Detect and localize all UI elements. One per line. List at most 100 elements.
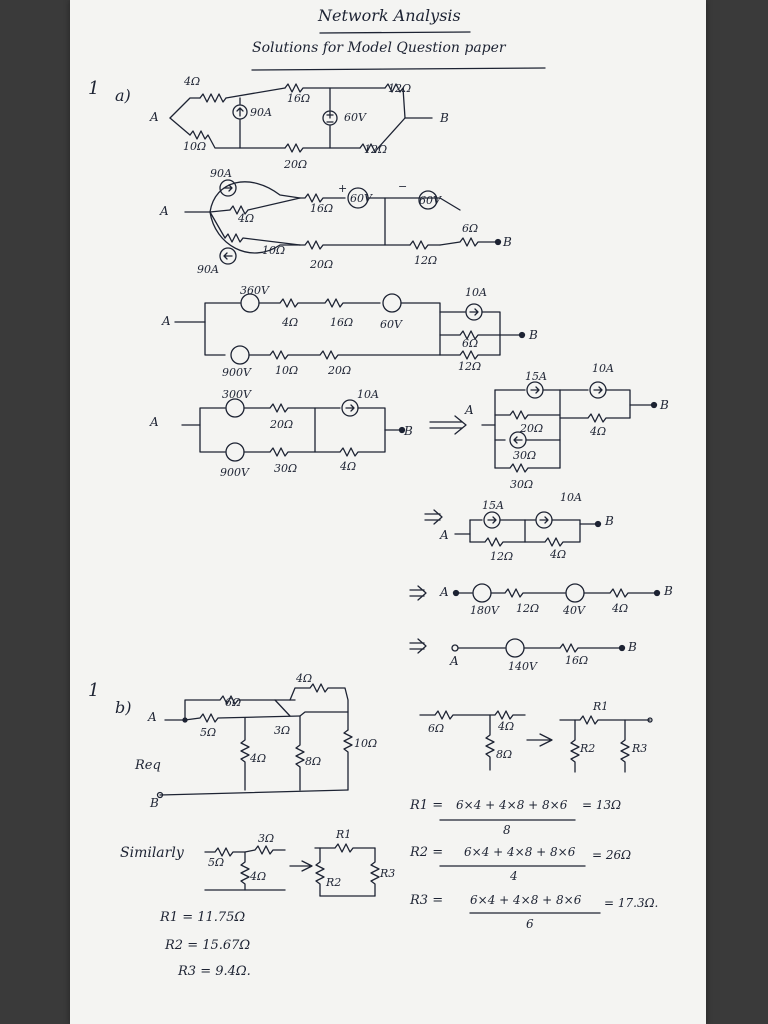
c5-cs-2: 10A <box>592 362 614 375</box>
c1-r-10: 10Ω <box>183 140 207 153</box>
b1-node-b: B <box>150 796 159 810</box>
eq1-denominator: 8 <box>503 823 511 837</box>
c3-current-source: 10A <box>465 286 487 299</box>
circuit-1b-bridge <box>156 683 353 799</box>
b1-r-4-vertical: 4Ω <box>250 752 267 765</box>
c5-cs-1: 15A <box>525 370 547 383</box>
c6-r-4: 4Ω <box>550 548 567 561</box>
circuit-1b-similarly-star <box>204 845 313 891</box>
c8-node-a: A <box>450 654 459 668</box>
eq1-numerator: 6×4 + 4×8 + 8×6 <box>456 798 568 812</box>
b1-r-5: 5Ω <box>200 726 217 739</box>
c3-r-16: 16Ω <box>330 316 354 329</box>
c3-r-4: 4Ω <box>282 316 299 329</box>
c3-v-mid: 60V <box>380 318 402 331</box>
c4-node-a: A <box>150 415 159 429</box>
c8-voltage-source: 140V <box>508 660 537 673</box>
b1-r-10: 10Ω <box>354 737 378 750</box>
b1-r-6: 6Ω <box>225 696 242 709</box>
c4-r-30: 30Ω <box>274 462 298 475</box>
eq3-numerator: 6×4 + 4×8 + 8×6 <box>470 893 582 907</box>
c5-r-30-b: 30Ω <box>510 478 534 491</box>
c2-r-10: 10Ω <box>262 244 286 257</box>
subtitle-underline <box>251 67 546 71</box>
c7-v-1: 180V <box>470 604 499 617</box>
circuit-1a-original <box>169 83 433 153</box>
eq1-lhs: R1 = <box>410 798 444 813</box>
c1-r-4: 4Ω <box>184 75 201 88</box>
c3-v-top: 360V <box>240 284 269 297</box>
c4-r-20: 20Ω <box>270 418 294 431</box>
b1-r-3: 3Ω <box>274 724 291 737</box>
c2-node-b: B <box>503 235 512 249</box>
c4-node-b: B <box>404 424 413 438</box>
c7-node-a: A <box>440 585 449 599</box>
b1-req: Req <box>135 758 161 773</box>
c6-r-12: 12Ω <box>490 550 514 563</box>
c2-plus: + <box>338 182 348 195</box>
c3-node-a: A <box>162 314 171 328</box>
c2-minus: − <box>398 180 408 193</box>
title-underline <box>319 31 471 34</box>
eq1-result: = 13Ω <box>582 798 622 812</box>
c2-voltage-source: 60V <box>350 192 372 205</box>
c1-r-20: 20Ω <box>284 158 308 171</box>
eq2-denominator: 4 <box>510 869 518 883</box>
c6-cs-2: 10A <box>560 491 582 504</box>
circuit-1a-step-5 <box>481 381 658 473</box>
b1-r-4: 4Ω <box>296 672 313 685</box>
page-subtitle: Solutions for Model Question paper <box>252 40 506 56</box>
c2-r-6: 6Ω <box>462 222 479 235</box>
b2-r1: R1 <box>593 700 609 713</box>
b3-r-4: 4Ω <box>250 870 267 883</box>
c4-current-source: 10A <box>357 388 379 401</box>
c3-r-6: 6Ω <box>462 337 479 350</box>
eq3-result: = 17.3Ω. <box>604 896 659 910</box>
b3-r1: R1 <box>336 828 352 841</box>
c2-r-12: 12Ω <box>414 254 438 267</box>
c3-r-12: 12Ω <box>458 360 482 373</box>
c1-voltage-source: 60V <box>344 111 366 124</box>
b2-r2: R2 <box>580 742 596 755</box>
c3-r-20: 20Ω <box>328 364 352 377</box>
c1-r-16: 16Ω <box>287 92 311 105</box>
c5-r-30-a: 30Ω <box>513 449 537 462</box>
c4-r-4: 4Ω <box>340 460 357 473</box>
result-r1: R1 = 11.75Ω <box>160 910 246 925</box>
result-r2: R2 = 15.67Ω <box>165 938 251 953</box>
c1-r-12-bottom: 12Ω <box>364 143 388 156</box>
c6-node-b: B <box>605 514 614 528</box>
eq2-result: = 26Ω <box>592 848 632 862</box>
c4-v-top: 300V <box>222 388 251 401</box>
question-number: 1 <box>88 78 100 99</box>
c6-node-a: A <box>440 528 449 542</box>
circuit-1b-delta <box>559 715 653 773</box>
c3-r-10: 10Ω <box>275 364 299 377</box>
b2-r-6: 6Ω <box>428 722 445 735</box>
c1-node-b: B <box>440 111 449 125</box>
c2-cs-bottom: 90A <box>197 263 219 276</box>
b2-r3: R3 <box>632 742 648 755</box>
circuit-1a-step-3 <box>174 293 526 365</box>
c4-v-bottom: 900V <box>220 466 249 479</box>
b3-r-5: 5Ω <box>208 856 225 869</box>
part-label-b: b) <box>115 698 132 717</box>
c2-r-4: 4Ω <box>238 212 255 225</box>
b1-r-8: 8Ω <box>305 755 322 768</box>
b3-r-3: 3Ω <box>258 832 275 845</box>
c7-v-2: 40V <box>563 604 585 617</box>
c7-r-12: 12Ω <box>516 602 540 615</box>
c1-current-source: 90A <box>250 106 272 119</box>
b3-r3: R3 <box>380 867 396 880</box>
c2-node-a: A <box>160 204 169 218</box>
circuit-1a-step-8 <box>409 638 626 658</box>
c5-r-4: 4Ω <box>590 425 607 438</box>
c7-node-b: B <box>664 584 673 598</box>
result-r3: R3 = 9.4Ω. <box>178 964 251 979</box>
circuit-1a-step-2 <box>184 179 502 265</box>
c1-node-a: A <box>150 110 159 124</box>
c3-v-bottom: 900V <box>222 366 251 379</box>
c8-r-16: 16Ω <box>565 654 589 667</box>
c8-node-b: B <box>628 640 637 654</box>
